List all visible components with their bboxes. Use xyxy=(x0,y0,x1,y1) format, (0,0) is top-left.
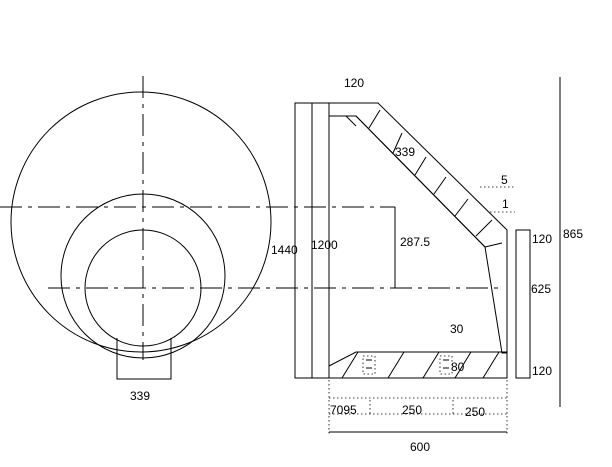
bottom-band xyxy=(328,351,508,379)
dim-height-1440: 1440 xyxy=(271,243,298,257)
dim-value-80: 80 xyxy=(451,360,465,374)
dim-offset-small: 5 xyxy=(501,173,508,187)
dim-offset-one: 1 xyxy=(502,197,509,211)
band-hatch xyxy=(387,351,405,379)
dim-center-offset: 287.5 xyxy=(400,235,430,249)
left-flange-inner xyxy=(311,102,330,379)
dimension-lines xyxy=(328,77,561,436)
profile-right-inner xyxy=(484,242,503,248)
center-lines xyxy=(0,76,500,360)
bottom-band-outline xyxy=(328,351,508,379)
scroll-profile xyxy=(329,102,508,354)
profile-top-edge xyxy=(329,115,357,127)
dim-overall-height: 865 xyxy=(563,227,583,241)
band-hatch xyxy=(422,351,440,379)
band-hatch xyxy=(341,351,359,379)
slant-hatch xyxy=(454,198,469,217)
dim-value-30: 30 xyxy=(450,322,464,336)
dim-flange-bottom: 120 xyxy=(532,364,552,378)
stiffener-box-left xyxy=(362,355,376,375)
outlet-stub xyxy=(116,338,172,380)
outer-profile xyxy=(329,102,508,354)
slant-hatch xyxy=(392,132,403,154)
dim-height-1200: 1200 xyxy=(311,238,338,252)
outer-casing-circle xyxy=(10,91,272,353)
dim-top-width: 120 xyxy=(344,76,364,90)
left-flange-outer xyxy=(294,102,313,379)
dim-total-width: 600 xyxy=(410,440,430,454)
dim-bottom-mid: 250 xyxy=(402,403,422,417)
stiffener-box-right xyxy=(439,355,453,375)
right-flange xyxy=(515,229,531,379)
dim-slant-length: 339 xyxy=(395,145,415,159)
band-hatch xyxy=(454,351,472,379)
dimension-labels: 120 339 5 1 120 865 1440 1200 287.5 625 … xyxy=(130,76,583,454)
dim-bottom-left: 7095 xyxy=(330,403,357,417)
slant-hatch xyxy=(475,219,493,237)
band-hatch xyxy=(482,351,500,379)
slant-hatch xyxy=(368,109,381,129)
dim-circle-width: 339 xyxy=(130,389,150,403)
dim-bottom-right: 250 xyxy=(465,405,485,419)
dim-flange-top: 120 xyxy=(532,232,552,246)
dim-middle-625: 625 xyxy=(531,282,551,296)
slant-hatch xyxy=(414,156,427,176)
side-view-flanges xyxy=(294,102,531,379)
slant-hatch xyxy=(433,176,447,195)
profile-inner-bevel xyxy=(355,115,486,248)
front-view-circles xyxy=(10,91,272,380)
